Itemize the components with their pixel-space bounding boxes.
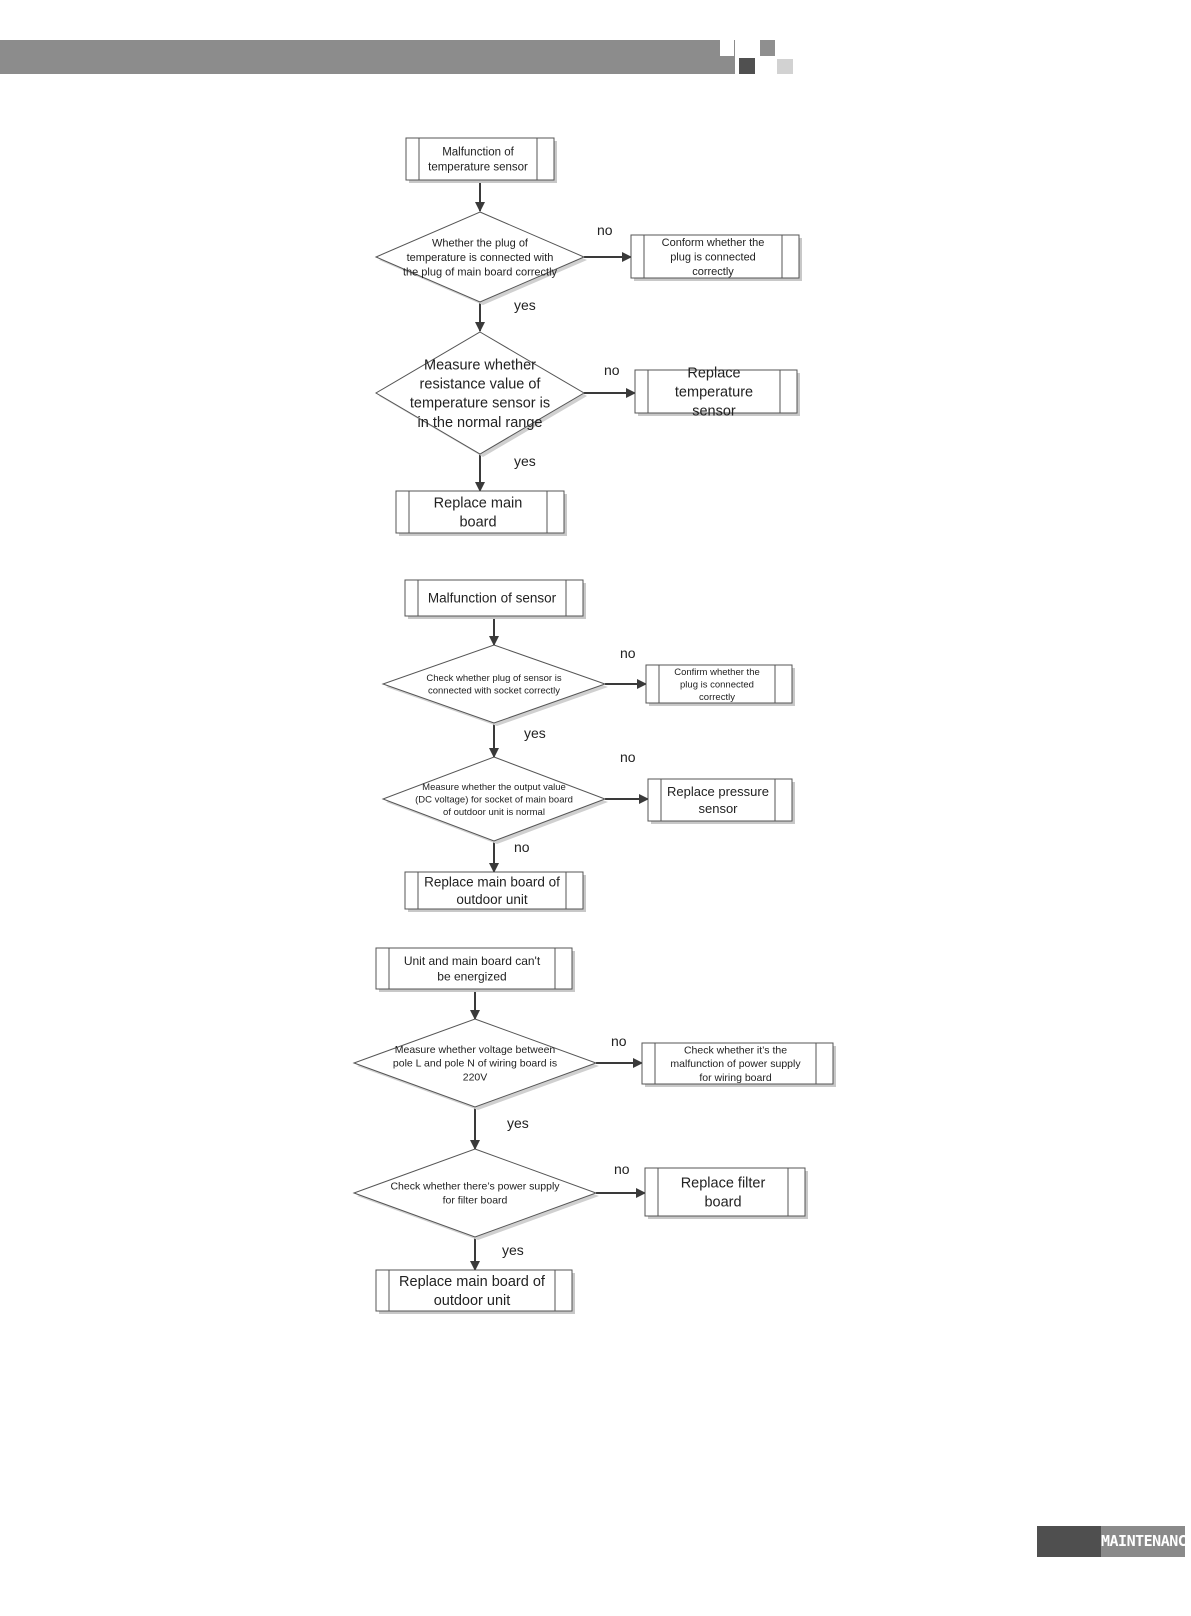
edge-label-no: no <box>604 362 620 378</box>
process-box <box>644 1167 806 1217</box>
decision-diamond <box>374 211 586 303</box>
process-box <box>405 137 555 181</box>
process-box <box>375 947 573 990</box>
edge-label-yes: yes <box>514 297 536 313</box>
edge-label-no: no <box>597 222 613 238</box>
footer-section-tab: MAINTENANCE <box>1037 1526 1191 1557</box>
decision-diamond <box>352 1148 598 1238</box>
process-box <box>395 490 565 534</box>
edge-label-yes: yes <box>524 725 546 741</box>
decision-diamond <box>381 644 607 724</box>
decision-diamond <box>352 1018 598 1108</box>
header-bar <box>0 40 735 74</box>
process-box-text: Malfunction of sensor <box>428 591 557 606</box>
edge-label-no: no <box>611 1033 627 1049</box>
process-box <box>647 778 793 822</box>
process-box <box>634 369 798 414</box>
edge-label-no: no <box>620 749 636 765</box>
header-square-3 <box>739 58 755 74</box>
decision-diamond <box>375 331 585 455</box>
edge-label-no: no <box>614 1161 630 1177</box>
footer-section-label: MAINTENANCE <box>1101 1532 1191 1550</box>
edge-label-yes: yes <box>502 1242 524 1258</box>
header-square-2 <box>760 40 775 56</box>
process-box <box>645 664 793 704</box>
edge-label-yes: yes <box>507 1115 529 1131</box>
process-box <box>630 234 800 279</box>
header-square-1 <box>720 40 734 56</box>
decision-diamond <box>381 756 607 842</box>
decision-diamond-text: Measure whether the output value(DC volt… <box>415 782 573 818</box>
edge-label-no: no <box>620 645 636 661</box>
process-box <box>404 871 584 910</box>
process-box <box>375 1269 573 1312</box>
edge-label-yes: yes <box>514 453 536 469</box>
process-box <box>641 1042 834 1085</box>
header-square-4 <box>777 59 793 74</box>
footer-tab-dark-block <box>1037 1526 1101 1557</box>
process-box <box>404 579 584 617</box>
edge-label-no: no <box>514 839 530 855</box>
